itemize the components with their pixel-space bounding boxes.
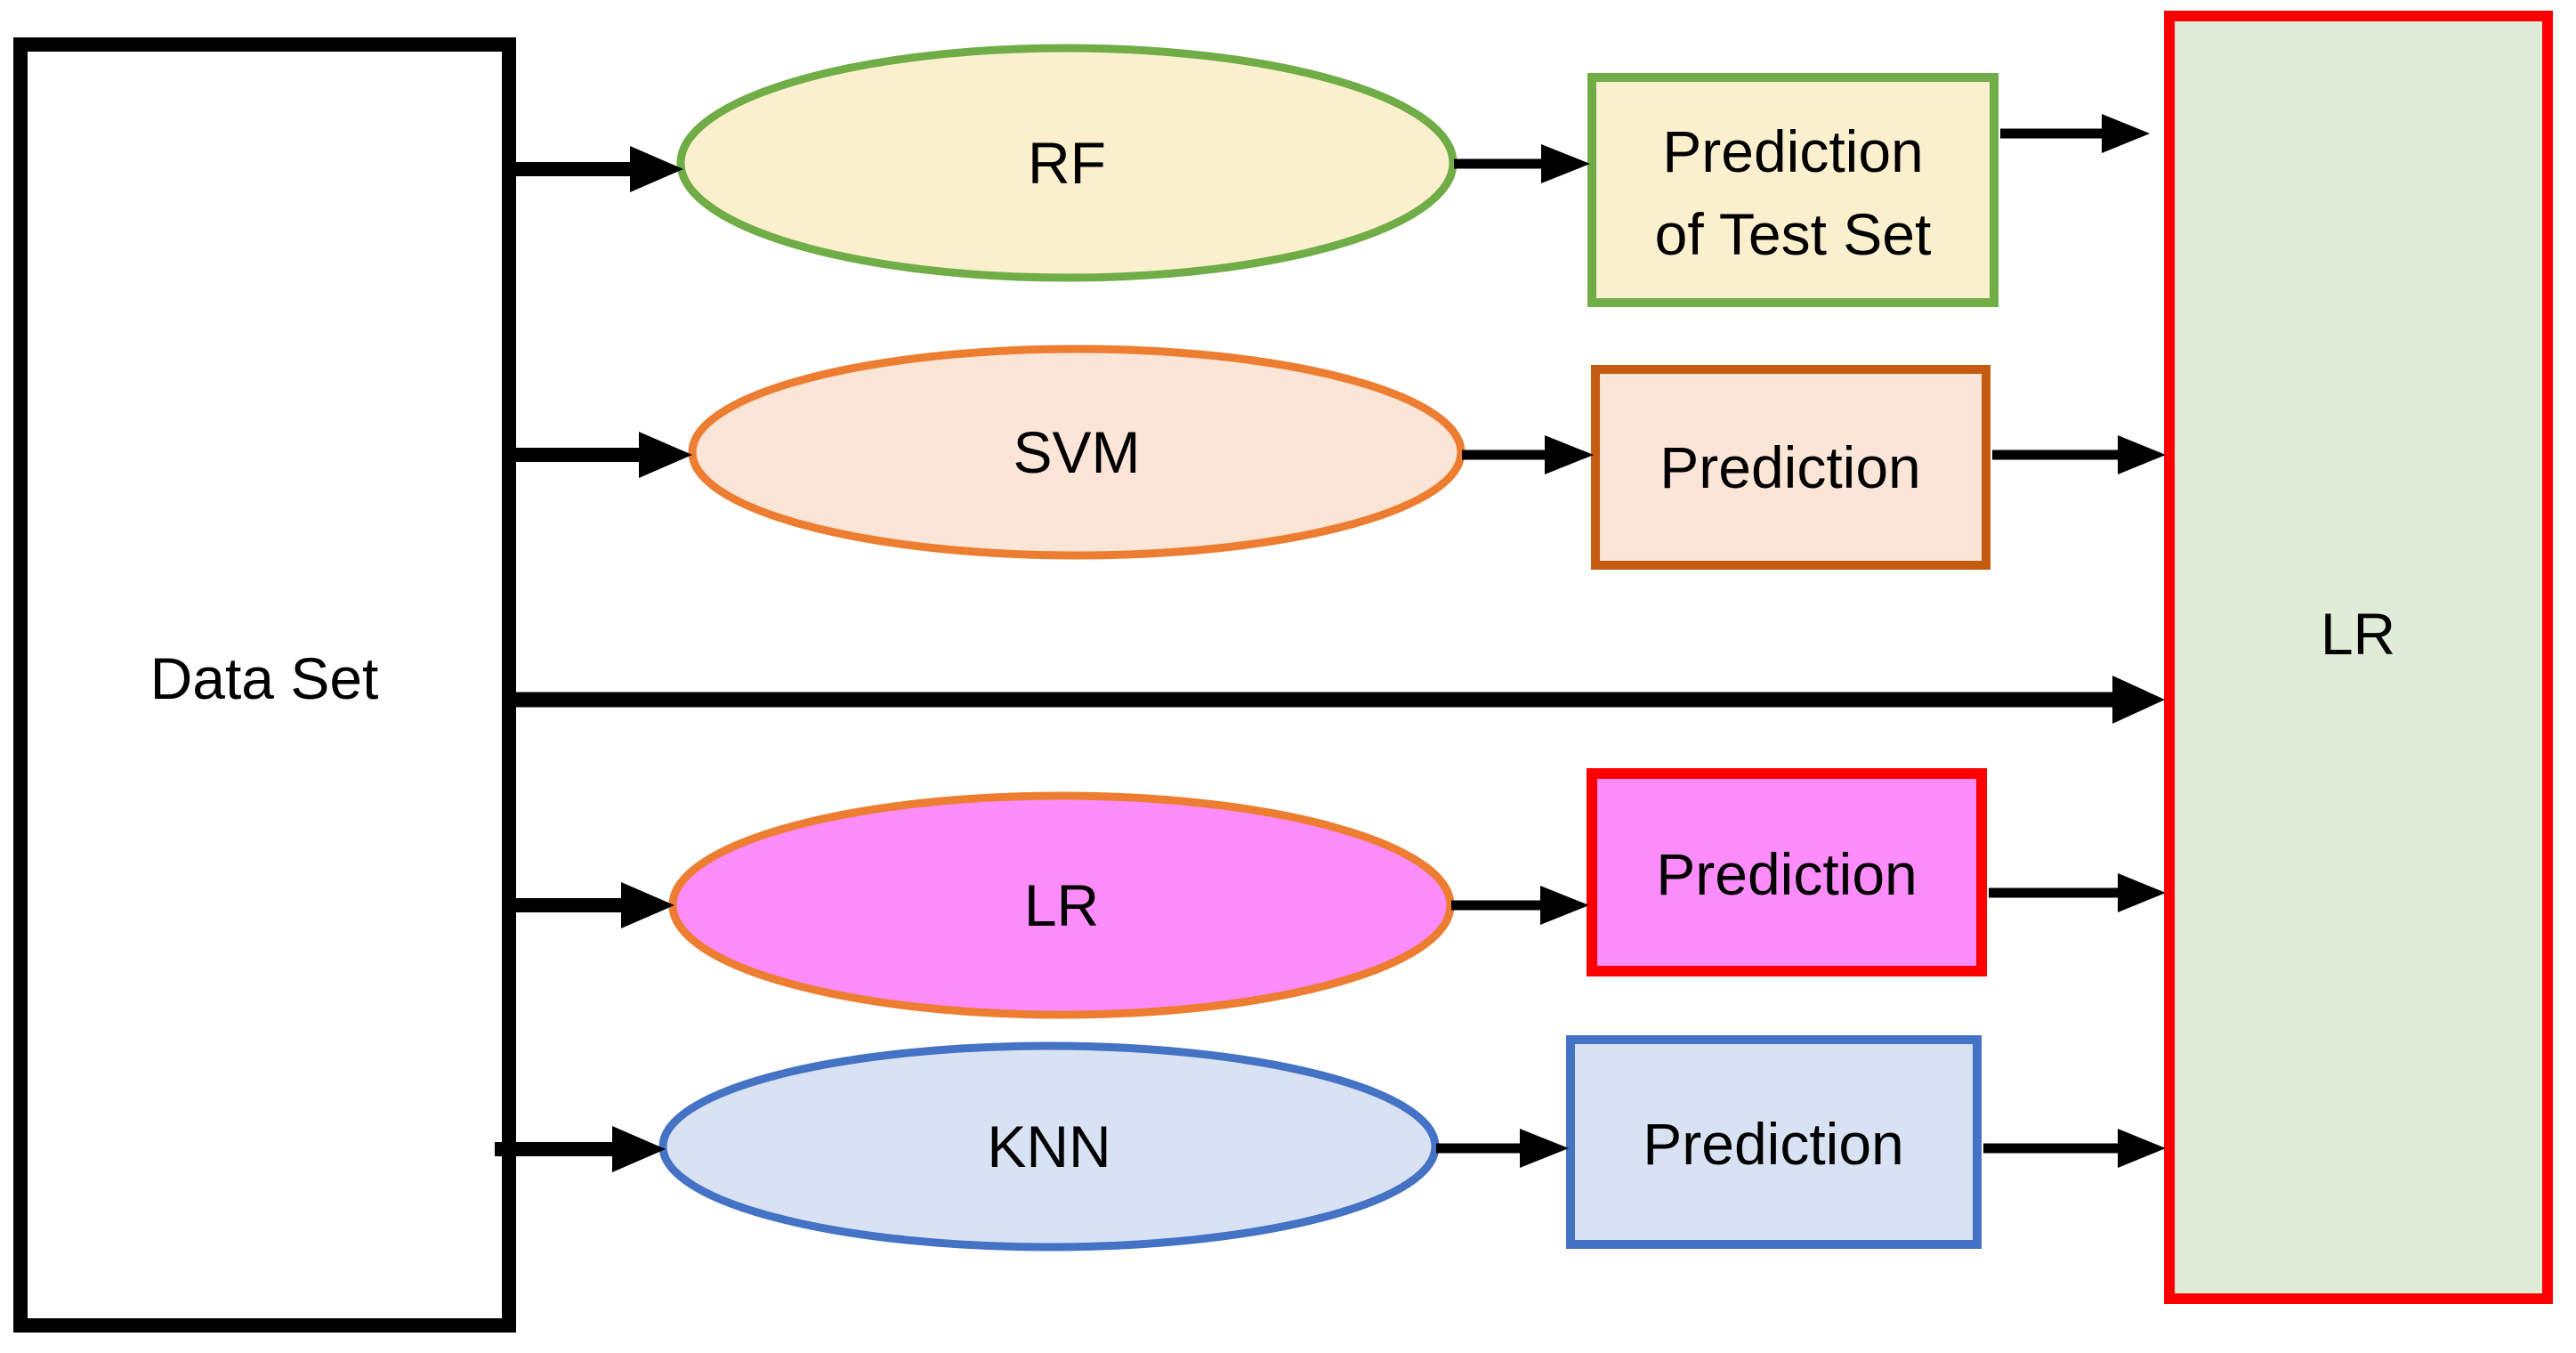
arrowhead-dataset-to-rf bbox=[630, 146, 683, 192]
arrowhead-rf-prediction-to-meta bbox=[2102, 114, 2150, 153]
rf-label: RF bbox=[1028, 130, 1106, 196]
arrowhead-dataset-to-lr bbox=[621, 882, 674, 928]
lr-label: LR bbox=[1024, 872, 1099, 938]
meta-learner-label: LR bbox=[2321, 601, 2395, 667]
arrowhead-dataset-to-meta bbox=[2112, 676, 2165, 724]
svm-label: SVM bbox=[1013, 419, 1140, 485]
svm-prediction-box bbox=[1591, 365, 1991, 570]
arrowhead-knn-to-prediction bbox=[1520, 1129, 1569, 1168]
arrowhead-svm-prediction-to-meta bbox=[2118, 435, 2166, 474]
rf-prediction-label-line1: Prediction bbox=[1662, 118, 1924, 184]
dataset-box bbox=[13, 37, 516, 1333]
lr-prediction-box bbox=[1587, 768, 1987, 976]
arrowhead-svm-to-prediction bbox=[1545, 435, 1594, 474]
arrowhead-lr-prediction-to-meta bbox=[2118, 873, 2166, 912]
knn-prediction-box bbox=[1566, 1035, 1982, 1249]
lr-prediction-label: Prediction bbox=[1656, 841, 1918, 907]
meta-learner-box bbox=[2164, 11, 2553, 1304]
dataset-label: Data Set bbox=[150, 645, 379, 711]
knn-prediction-label: Prediction bbox=[1643, 1111, 1904, 1177]
rf-prediction-box bbox=[1587, 73, 1999, 307]
knn-label: KNN bbox=[987, 1114, 1110, 1179]
arrowhead-knn-prediction-to-meta bbox=[2118, 1129, 2166, 1168]
arrowhead-dataset-to-svm bbox=[639, 432, 692, 478]
arrowhead-rf-to-prediction bbox=[1541, 144, 1590, 183]
svm-prediction-label: Prediction bbox=[1659, 434, 1921, 500]
svm-ellipse bbox=[688, 344, 1466, 560]
arrowhead-lr-to-prediction bbox=[1540, 886, 1589, 925]
arrowhead-dataset-to-knn bbox=[612, 1126, 666, 1172]
knn-ellipse bbox=[658, 1041, 1440, 1252]
rf-ellipse bbox=[676, 44, 1458, 282]
rf-prediction-label-line2: of Test Set bbox=[1655, 201, 1932, 267]
